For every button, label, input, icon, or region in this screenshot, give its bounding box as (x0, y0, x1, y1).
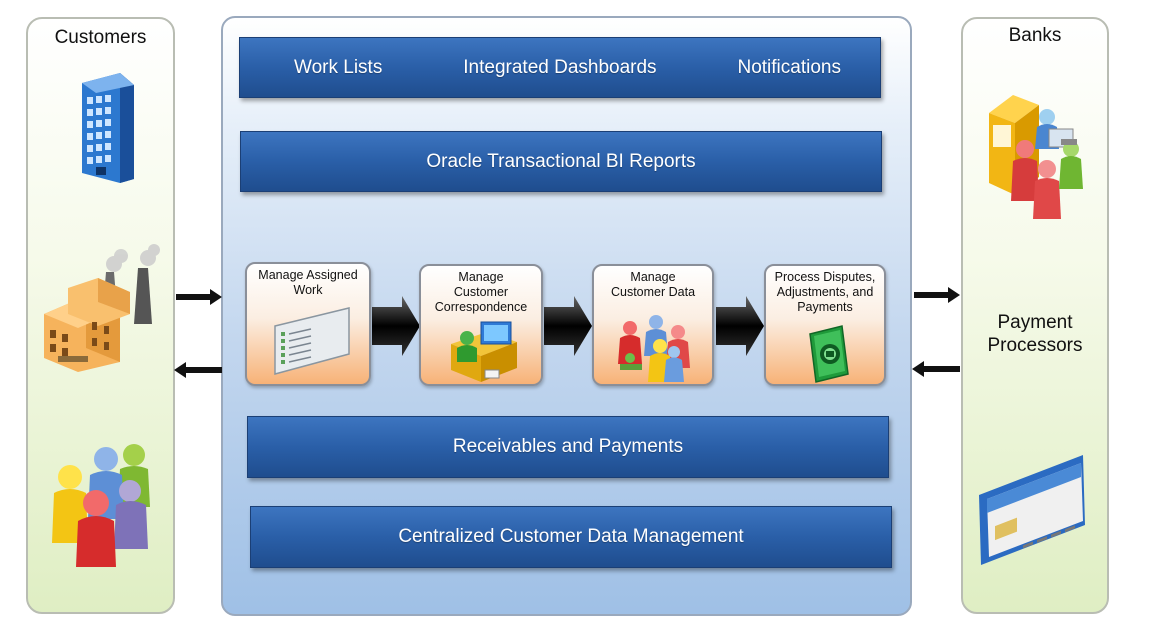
arrow-customers-out (174, 362, 222, 378)
arrow-banks-in (912, 361, 960, 377)
customer-data-bar: Centralized Customer Data Management (250, 506, 892, 568)
receivables-bar: Receivables and Payments (247, 416, 889, 478)
notifications-label: Notifications (737, 56, 841, 78)
top-bar: Work Lists Integrated Dashboards Notific… (239, 37, 881, 98)
reports-bar: Oracle Transactional BI Reports (240, 131, 882, 192)
process-step-label: Manage Customer Data (610, 270, 696, 299)
banks-panel: Banks Payment Processors (961, 17, 1109, 614)
arrow-step-3-to-4 (716, 296, 764, 356)
arrow-banks-out (914, 287, 960, 303)
process-step-label: Manage Assigned Work (258, 268, 358, 297)
credit-card-icon (979, 455, 1085, 565)
process-step-manage-assigned-work: Manage Assigned Work (245, 262, 371, 386)
receivables-bar-label: Receivables and Payments (452, 436, 684, 457)
customers-title: Customers (54, 27, 147, 48)
work-lists-label: Work Lists (294, 56, 383, 78)
process-step-process-disputes: Process Disputes, Adjustments, and Payme… (764, 264, 886, 386)
process-step-manage-customer-correspondence: Manage Customer Correspondence (419, 264, 543, 386)
banks-title: Banks (1008, 25, 1062, 46)
payment-processors-label: Payment Processors (987, 312, 1083, 356)
factory-icon (44, 244, 160, 372)
office-building-icon (82, 73, 134, 183)
correspondence-workstation-icon (451, 321, 517, 382)
integrated-dashboards-label: Integrated Dashboards (463, 56, 657, 78)
process-step-label: Process Disputes, Adjustments, and Payme… (774, 270, 876, 314)
customer-data-bar-label: Centralized Customer Data Management (398, 526, 744, 547)
arrow-customers-in (176, 289, 222, 305)
customer-group-icon (618, 315, 690, 382)
arrow-step-1-to-2 (372, 296, 420, 356)
people-group-icon (52, 444, 150, 567)
customers-panel: Customers (26, 17, 175, 614)
payment-document-icon (809, 325, 849, 383)
worklist-panel-icon (274, 307, 350, 375)
process-step-manage-customer-data: Manage Customer Data (592, 264, 714, 386)
reports-bar-label: Oracle Transactional BI Reports (426, 150, 696, 172)
process-step-label: Manage Customer Correspondence (434, 270, 528, 314)
arrow-step-2-to-3 (544, 296, 592, 356)
bank-teller-icon (989, 95, 1083, 219)
